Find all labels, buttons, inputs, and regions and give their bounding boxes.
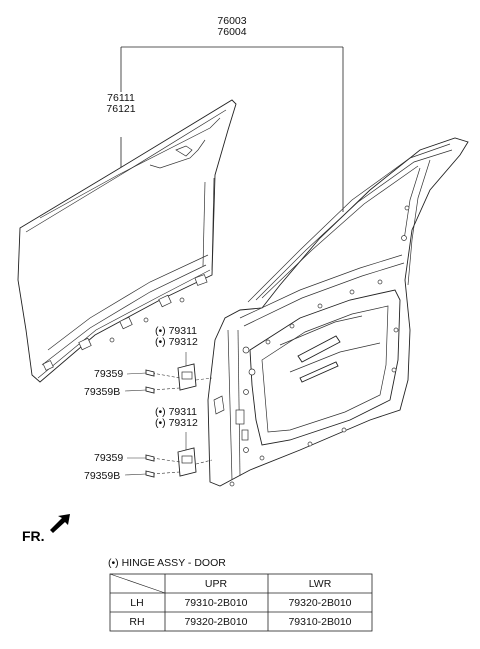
table-header-lwr: LWR — [309, 578, 332, 590]
table-row-side: RH — [129, 616, 144, 628]
label-bolt-lwr-b: 79359B — [84, 470, 120, 482]
label-panel-1: 76111 — [107, 92, 135, 104]
hinge-table-caption: (•) HINGE ASSY - DOOR — [108, 557, 226, 569]
label-bolt-upr-b: 79359B — [84, 386, 120, 398]
hinge-table: UPR LWR LH 79310-2B010 79320-2B010 RH 79… — [109, 573, 373, 632]
label-bolt-upr-a: 79359 — [94, 368, 123, 380]
assy-leader — [120, 46, 344, 212]
door-outer-panel — [17, 99, 237, 383]
label-bolt-lwr-a: 79359 — [94, 452, 123, 464]
label-panel-2: 76121 — [106, 103, 135, 115]
table-cell-lwr: 79320-2B010 — [288, 597, 351, 609]
lower-hinge — [145, 432, 213, 478]
label-assy-1: 76003 — [217, 15, 246, 27]
table-cell-lwr: 79310-2B010 — [288, 616, 351, 628]
door-inner-frame — [207, 137, 469, 487]
table-cell-upr: 79310-2B010 — [184, 597, 247, 609]
table-row-side: LH — [130, 597, 143, 609]
label-hinge-upr-1: (•) 79311 — [155, 325, 197, 337]
upper-hinge — [145, 352, 213, 394]
table-cell-upr: 79320-2B010 — [184, 616, 247, 628]
front-arrow-icon — [50, 514, 70, 533]
label-hinge-upr-2: (•) 79312 — [155, 336, 198, 348]
table-header-upr: UPR — [205, 578, 228, 590]
label-hinge-lwr-1: (•) 79311 — [155, 406, 197, 418]
front-marker-label: FR. — [22, 528, 45, 544]
label-hinge-lwr-2: (•) 79312 — [155, 417, 198, 429]
label-assy-2: 76004 — [217, 26, 246, 38]
